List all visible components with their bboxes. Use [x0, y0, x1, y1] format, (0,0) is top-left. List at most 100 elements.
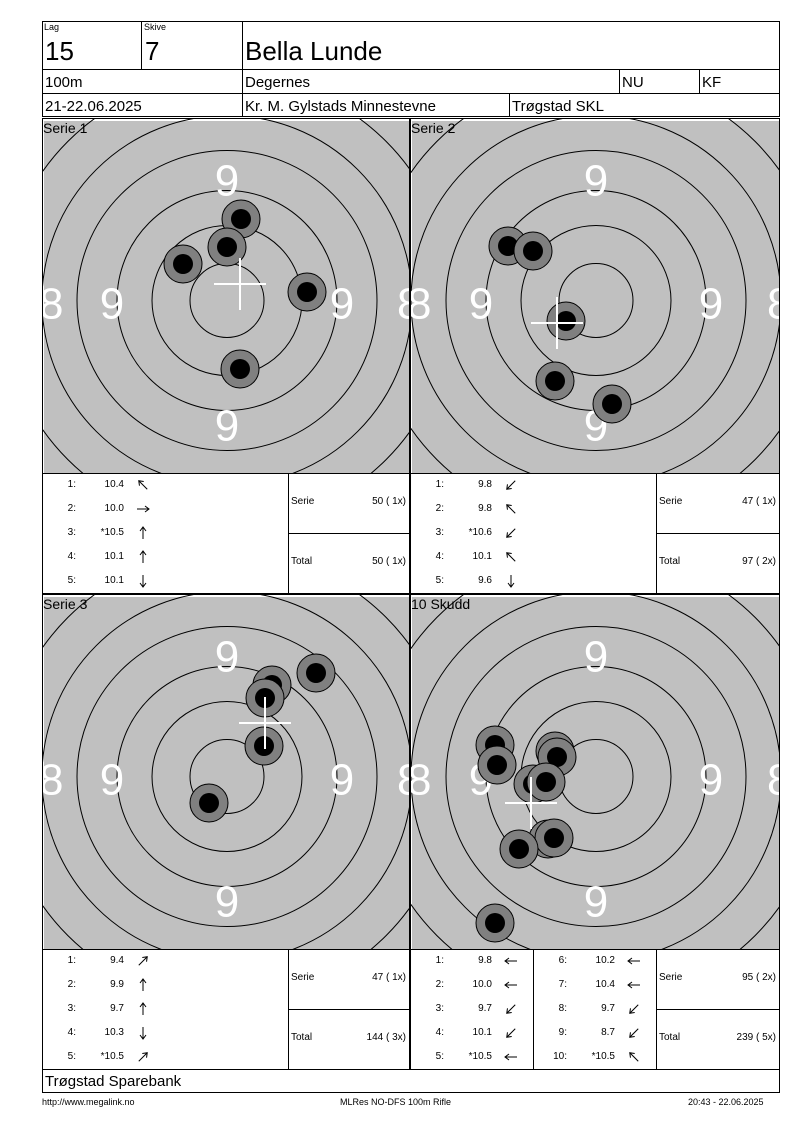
ring-label-eight: 8	[397, 756, 410, 805]
shot-number: 3:	[435, 1003, 444, 1014]
divider	[509, 93, 510, 117]
mean-point-cross	[505, 777, 557, 829]
distance: 100m	[45, 74, 83, 91]
ring-label-nine: 9	[215, 157, 239, 206]
shot-score: *10.5	[100, 527, 124, 538]
target-panel: 999988	[410, 118, 780, 474]
shot-row: 5:10.1	[42, 574, 162, 588]
divider	[656, 1009, 780, 1010]
shot-hole	[546, 301, 586, 341]
shot-score: 10.2	[595, 955, 615, 966]
arrow-left-icon	[504, 981, 517, 989]
shot-row: 8:9.7	[533, 1002, 653, 1016]
ring-label-eight: 8	[397, 280, 410, 329]
shot-row: 4:10.1	[42, 550, 162, 564]
shot-score: 8.7	[601, 1027, 615, 1038]
skive-label: Skive	[144, 22, 167, 32]
event-name: Kr. M. Gylstads Minnestevne	[245, 98, 436, 115]
shot-hole	[475, 903, 515, 943]
arrow-down-icon	[139, 575, 147, 588]
footer-url[interactable]: http://www.megalink.no	[42, 1097, 135, 1107]
shot-score: *10.6	[468, 527, 492, 538]
arrow-up-left-icon	[138, 480, 148, 490]
target-svg: 999988	[43, 119, 410, 473]
serie-score: 50 ( 1x)	[372, 496, 406, 507]
arrow-down-left-icon	[506, 1028, 516, 1038]
arrow-down-icon	[139, 1027, 147, 1040]
ring-label-nine: 9	[100, 280, 124, 329]
shot-row: 1:9.8	[410, 478, 530, 492]
arrow-left-icon	[627, 957, 640, 965]
skive-value: 7	[145, 36, 160, 66]
ring-label-nine: 9	[584, 157, 608, 206]
shot-number: 3:	[435, 527, 444, 538]
arrow-left-icon	[627, 981, 640, 989]
serie-score: 47 ( 1x)	[372, 972, 406, 983]
arrow-down-left-icon	[629, 1028, 639, 1038]
class-kf: KF	[702, 74, 722, 91]
ring-label-nine: 9	[215, 402, 239, 451]
arrow-up-right-icon	[138, 1052, 148, 1062]
shot-number: 7:	[558, 979, 567, 990]
divider	[288, 1009, 410, 1010]
divider	[288, 533, 410, 534]
target-ring	[445, 150, 747, 451]
shot-number: 1:	[67, 479, 76, 490]
ring-label-eight: 8	[767, 280, 780, 329]
lag-value: 15	[45, 36, 74, 66]
divider	[42, 69, 780, 70]
shot-hole	[287, 272, 327, 312]
arrow-up-right-icon	[138, 956, 148, 966]
total-score: 97 ( 2x)	[742, 556, 776, 567]
shot-score: *10.5	[100, 1051, 124, 1062]
arrow-up-left-icon	[506, 552, 516, 562]
sponsor-box	[42, 1069, 780, 1093]
shot-score: 9.7	[601, 1003, 615, 1014]
shot-hole	[477, 745, 517, 785]
shot-score: 10.1	[104, 551, 124, 562]
shot-row: 10:*10.5	[533, 1050, 653, 1064]
shot-number: 5:	[435, 1051, 444, 1062]
ring-label-nine: 9	[330, 280, 354, 329]
shot-row: 2: 9.9	[42, 978, 162, 992]
shot-score: 10.1	[104, 575, 124, 586]
shot-score: *10.5	[468, 1051, 492, 1062]
shot-hole	[513, 231, 553, 271]
target-ring	[189, 739, 265, 814]
arrow-up-icon	[139, 1002, 147, 1015]
shot-number: 9:	[558, 1027, 567, 1038]
shot-number: 2:	[435, 979, 444, 990]
target-ring	[116, 666, 338, 887]
arrow-left-icon	[504, 1053, 517, 1061]
target-panel: 999988	[42, 594, 410, 950]
shot-number: 5:	[435, 575, 444, 586]
mean-point-cross	[214, 258, 266, 310]
shot-row: 2:9.8	[410, 502, 530, 516]
ring-label-eight: 8	[411, 280, 431, 329]
shot-hole	[499, 829, 539, 869]
serie-label: Serie	[291, 972, 315, 983]
shot-score: 10.0	[104, 503, 124, 514]
shot-score: 9.9	[110, 979, 124, 990]
ring-label-nine: 9	[699, 280, 723, 329]
target-ring	[520, 225, 672, 376]
shot-number: 1:	[67, 955, 76, 966]
shot-score: 10.1	[472, 1027, 492, 1038]
target-ring	[76, 626, 378, 927]
shot-row: 6:10.2	[533, 954, 653, 968]
shot-score: 9.6	[478, 575, 492, 586]
ring-label-nine: 9	[469, 280, 493, 329]
lag-label: Lag	[44, 22, 60, 32]
shot-score: 9.4	[110, 955, 124, 966]
ring-label-nine: 9	[330, 756, 354, 805]
shot-number: 5:	[67, 1051, 76, 1062]
arrow-down-left-icon	[506, 480, 516, 490]
target-background	[44, 597, 409, 949]
arrow-up-icon	[139, 978, 147, 991]
shot-row: 4:10.1	[410, 1026, 530, 1040]
panel-title: Serie 1	[43, 120, 88, 136]
shot-number: 2:	[67, 979, 76, 990]
shot-hole	[163, 244, 203, 284]
shot-score: 9.8	[478, 479, 492, 490]
divider	[699, 69, 700, 93]
